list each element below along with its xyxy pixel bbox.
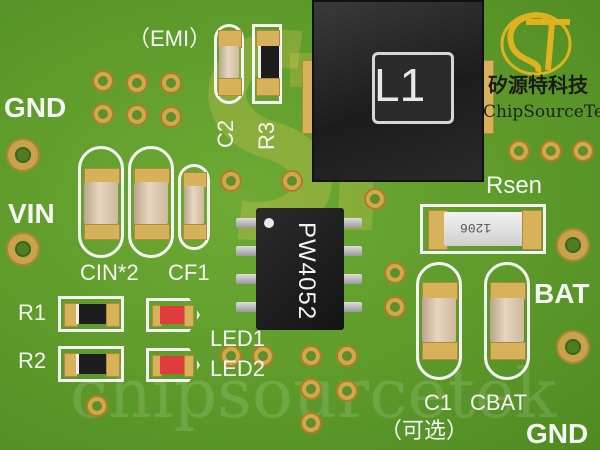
inductor-label: L1	[374, 59, 426, 111]
via	[86, 395, 108, 417]
emi-label: （EMI）	[128, 26, 212, 51]
via	[126, 72, 148, 94]
led2-label: LED2	[210, 356, 266, 381]
vin-pad	[6, 232, 40, 266]
via	[336, 345, 358, 367]
led1	[160, 306, 184, 324]
logo-name-en: ChipSourceTek	[483, 102, 600, 122]
bat-label: BAT	[534, 278, 590, 309]
chip-pin	[340, 218, 362, 228]
chip-pin	[340, 246, 362, 256]
cbat-capacitor	[490, 298, 524, 342]
r1-pad	[106, 303, 120, 327]
r3-pad	[256, 78, 280, 96]
via	[364, 188, 386, 210]
c2-outline	[214, 24, 244, 104]
led2	[160, 356, 184, 374]
rsen-resistor: 1206	[444, 212, 524, 246]
via	[160, 106, 182, 128]
c2-label: C2	[213, 119, 238, 148]
cin-outline	[78, 146, 124, 258]
cin-label: CIN*2	[80, 260, 139, 285]
via	[300, 412, 322, 434]
gnd-label-right: GND	[526, 418, 589, 449]
rsen-label: Rsen	[486, 172, 543, 199]
cf1-label: CF1	[168, 260, 210, 285]
vin-label: VIN	[8, 198, 55, 229]
pw4052-chip	[256, 208, 344, 330]
cin-capacitor	[134, 182, 168, 224]
led1-pad	[184, 305, 194, 327]
via	[572, 140, 594, 162]
cf1-capacitor	[184, 186, 204, 224]
cin-pad	[84, 224, 120, 240]
rsen-code: 1206	[460, 220, 492, 235]
cbat-label: CBAT	[470, 390, 528, 415]
via	[508, 140, 530, 162]
via	[92, 70, 114, 92]
chip-label: PW4052	[293, 222, 320, 321]
led2-pad	[184, 355, 194, 377]
chip-pin	[236, 246, 258, 256]
rsen-outline	[420, 204, 546, 254]
chipsourcetek-logo-icon	[500, 12, 572, 76]
bat-pad	[556, 330, 590, 364]
r2-label: R2	[18, 348, 47, 373]
led1-label: LED1	[210, 326, 266, 351]
cf1-pad	[183, 224, 207, 240]
cbat-outline	[484, 262, 530, 380]
pin1-dot-icon	[264, 218, 274, 228]
r3-resistor	[258, 46, 282, 78]
via	[160, 72, 182, 94]
via	[126, 104, 148, 126]
chip-pin	[236, 218, 258, 228]
via	[384, 296, 406, 318]
cbat-pad	[490, 342, 526, 360]
inductor-l1: L1	[312, 0, 484, 182]
cin-outline	[128, 146, 174, 258]
chip-pin	[236, 302, 258, 312]
r2-outline	[58, 346, 124, 382]
c1-label: C1	[424, 390, 453, 415]
chip-pin	[236, 274, 258, 284]
r3-label: R3	[254, 121, 279, 150]
via	[336, 380, 358, 402]
via	[252, 345, 274, 367]
r2-pad	[106, 353, 120, 377]
c1-outline	[416, 262, 462, 380]
chip-pin	[340, 274, 362, 284]
via	[300, 378, 322, 400]
r1-label: R1	[18, 300, 47, 325]
cin-pad	[134, 224, 170, 240]
c1-pad	[422, 342, 458, 360]
via	[300, 345, 322, 367]
bat-pad-top	[556, 228, 590, 262]
via	[220, 345, 242, 367]
led1-outline	[146, 298, 200, 332]
chip-pin	[340, 302, 362, 312]
rsen-pad	[522, 210, 542, 250]
cin-capacitor	[84, 182, 118, 224]
gnd-label-left: GND	[4, 92, 67, 123]
c1-capacitor	[422, 298, 456, 342]
gnd-pad-left	[6, 138, 40, 172]
r1-outline	[58, 296, 124, 332]
led2-outline	[146, 348, 200, 382]
via	[384, 262, 406, 284]
c2-capacitor	[219, 46, 239, 78]
logo-name-cn: 矽源特科技	[488, 75, 588, 97]
via	[281, 170, 303, 192]
optional-label: （可选）	[380, 418, 469, 443]
via	[540, 140, 562, 162]
via	[220, 170, 242, 192]
via	[92, 103, 114, 125]
cf1-outline	[178, 164, 210, 250]
c2-pad	[218, 78, 242, 96]
